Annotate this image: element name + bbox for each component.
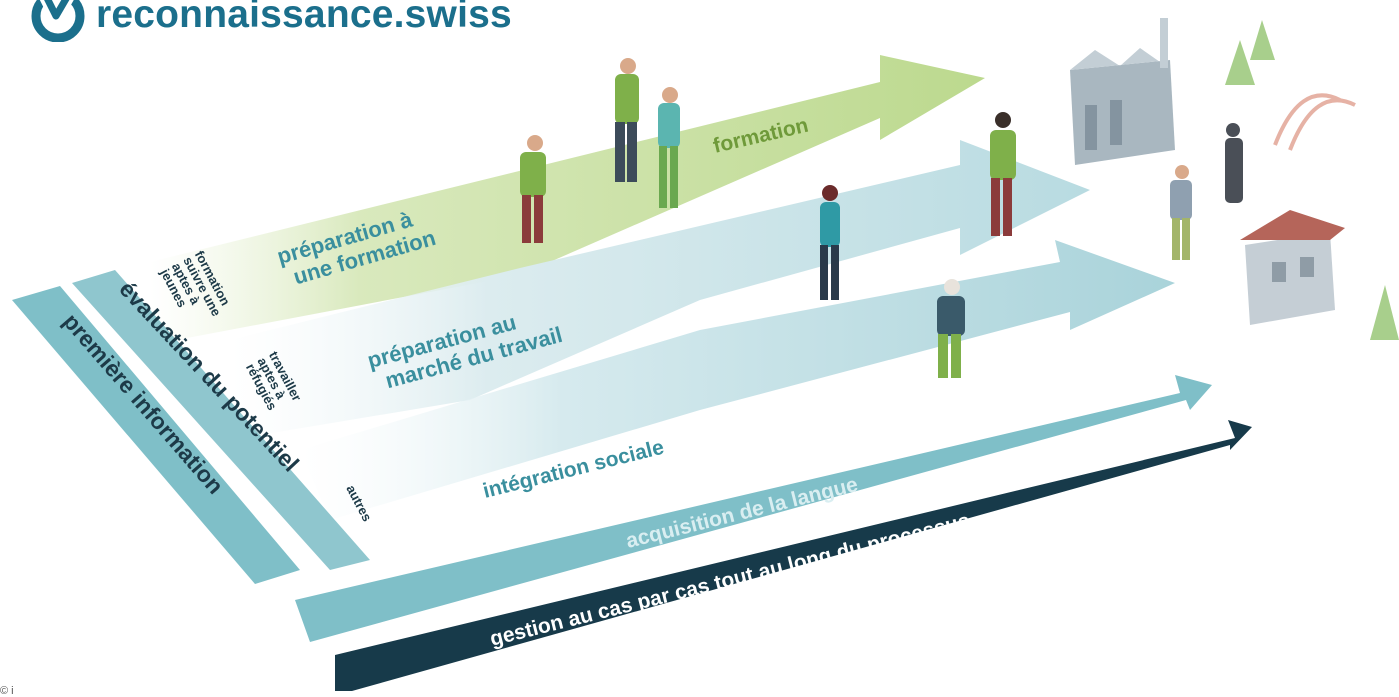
person-icon: [820, 185, 840, 300]
person-icon: [990, 112, 1016, 236]
travail-arrow: [230, 140, 1090, 440]
gestion-arrow: [335, 420, 1252, 691]
playground-icon: [1273, 93, 1356, 151]
person-icon: [520, 135, 546, 243]
trees-icon: [1225, 20, 1399, 340]
person-icon: [937, 279, 965, 378]
logo: reconnaissance.swiss: [30, 0, 512, 42]
logo-text: reconnaissance.swiss: [96, 0, 512, 36]
formation-arrow: [150, 55, 985, 345]
langue-arrow: [295, 375, 1212, 642]
person-icon: [1225, 123, 1243, 203]
gestion-cas-label: gestion au cas par cas tout au long du p…: [488, 509, 973, 651]
v-checkmark-badge-icon: [31, 0, 85, 42]
people-icon: [520, 58, 1243, 378]
person-icon: [615, 58, 639, 182]
footnote: © i: [0, 685, 14, 697]
premiere-information-band: [12, 286, 300, 584]
evaluation-band: [72, 270, 370, 570]
person-icon: [658, 87, 680, 208]
factory-icon: [1070, 18, 1175, 165]
house-icon: [1240, 210, 1345, 325]
person-icon: [1170, 165, 1192, 260]
